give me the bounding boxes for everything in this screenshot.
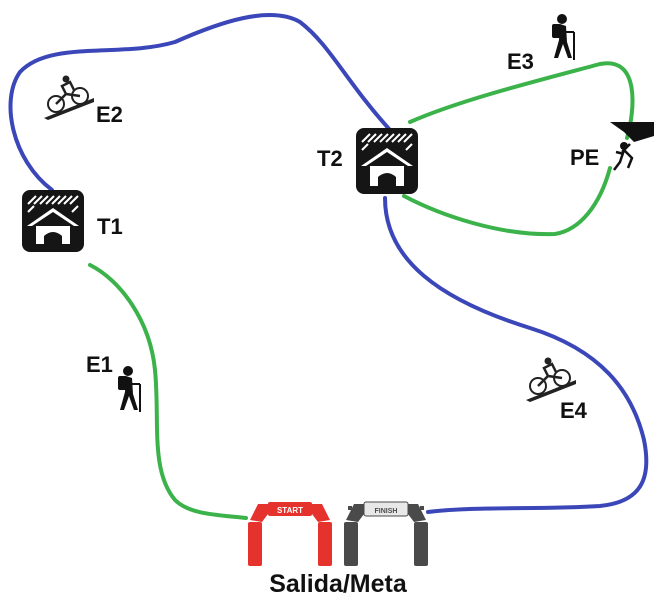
start-banner-text: START bbox=[277, 506, 303, 515]
finish-banner-text: FINISH bbox=[375, 508, 398, 515]
climber-pe-icon bbox=[610, 122, 654, 171]
shelter-t2-label: T2 bbox=[317, 146, 343, 171]
route-segment-e4 bbox=[383, 196, 649, 514]
cyclist-e4-icon bbox=[526, 357, 576, 402]
start-arch-icon: START bbox=[248, 502, 332, 566]
shelter-t1-label: T1 bbox=[97, 214, 123, 239]
shelter-t1-icon bbox=[22, 190, 84, 252]
cyclist-e2-icon bbox=[44, 75, 94, 120]
start-finish-label: Salida/Meta bbox=[269, 570, 408, 597]
stage-e3-label: E3 bbox=[507, 49, 534, 74]
hiker-e3-icon bbox=[552, 14, 575, 60]
stage-pe-label: PE bbox=[570, 145, 599, 170]
stage-e2-label: E2 bbox=[96, 102, 123, 127]
route-segment-e1 bbox=[88, 263, 248, 520]
shelter-t2-icon bbox=[356, 128, 418, 194]
finish-arch-icon: FINISH bbox=[344, 501, 428, 566]
hiker-e1-icon bbox=[118, 366, 141, 412]
route-segment-e2 bbox=[8, 13, 392, 192]
stage-e4-label: E4 bbox=[560, 398, 588, 423]
stage-e1-label: E1 bbox=[86, 352, 113, 377]
route-segment-pe-return bbox=[402, 166, 612, 237]
route-segment-e3-pe-loop bbox=[408, 61, 635, 140]
